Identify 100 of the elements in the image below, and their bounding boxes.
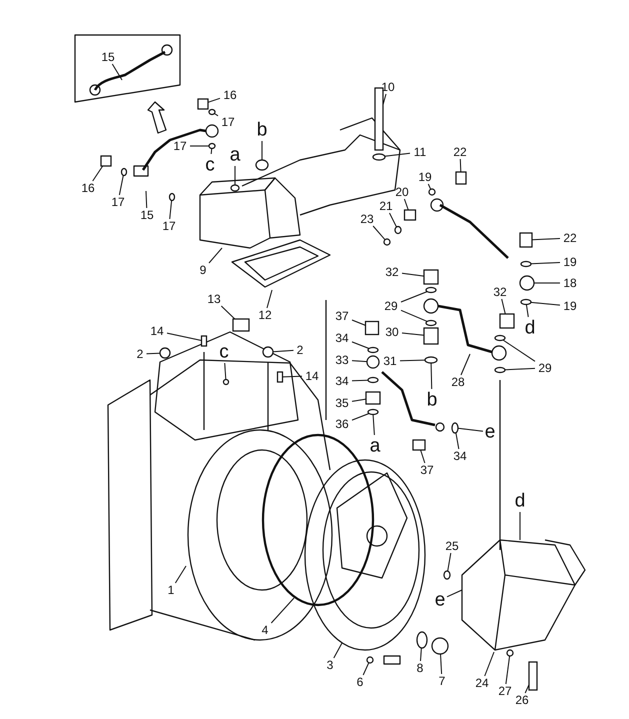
callout-number: 22 — [562, 232, 578, 244]
callout-number: 31 — [382, 355, 398, 367]
o-ring — [428, 188, 436, 196]
leader-line — [220, 306, 236, 320]
callout-number: 2 — [296, 344, 304, 356]
callout-number: 34 — [334, 332, 350, 344]
leader-line — [352, 341, 370, 349]
leader-line — [352, 413, 370, 421]
callout-number: 35 — [334, 397, 350, 409]
leader-line — [118, 174, 124, 196]
callout-number: 15 — [100, 51, 116, 63]
leader-line — [400, 291, 428, 302]
callout-number: 16 — [222, 89, 238, 101]
callout-number: 29 — [537, 362, 553, 374]
leader-line — [430, 362, 432, 390]
leader-line — [446, 590, 462, 598]
leader-line — [352, 320, 366, 326]
leader-line — [530, 302, 560, 306]
o-ring — [431, 637, 449, 655]
o-ring — [208, 142, 216, 150]
callout-number: 12 — [257, 309, 273, 321]
callout-number: 11 — [412, 146, 428, 158]
reference-letter: d — [524, 318, 536, 338]
o-ring — [394, 226, 402, 234]
callout-number: 13 — [206, 293, 222, 305]
leader-line — [372, 226, 386, 240]
o-ring — [451, 422, 459, 434]
reference-letter: c — [218, 342, 230, 362]
o-ring — [230, 184, 240, 192]
o-ring — [262, 346, 274, 358]
leader-line — [505, 656, 510, 684]
leader-line — [146, 352, 160, 354]
leader-line — [530, 262, 560, 264]
leader-line — [92, 166, 104, 182]
o-ring — [367, 408, 379, 416]
leader-line — [460, 354, 470, 376]
leader-line — [224, 362, 226, 380]
leader-line — [112, 64, 122, 80]
leader-line — [352, 360, 368, 362]
callout-number: 7 — [438, 675, 446, 687]
o-ring — [443, 570, 451, 580]
o-ring — [425, 320, 437, 326]
bolt — [365, 391, 381, 405]
callout-number: 9 — [198, 264, 208, 276]
callout-number: 26 — [514, 694, 530, 706]
leader-line — [484, 652, 494, 676]
callout-number: 29 — [383, 300, 399, 312]
leader-line — [501, 298, 506, 314]
leader-line — [372, 414, 375, 436]
reference-letter: a — [368, 436, 382, 456]
bolt — [423, 269, 439, 285]
callout-number: 14 — [304, 370, 320, 382]
callout-number: 3 — [326, 659, 334, 671]
callout-number: 27 — [497, 685, 513, 697]
callout-number: 17 — [220, 116, 236, 128]
o-ring — [168, 192, 176, 202]
o-ring — [506, 649, 514, 657]
callout-number: 24 — [474, 677, 490, 689]
callout-number: 6 — [356, 676, 364, 688]
o-ring — [519, 275, 535, 291]
callout-number: 37 — [419, 464, 435, 476]
o-ring — [208, 108, 216, 116]
leader-line — [428, 184, 432, 190]
bolt — [519, 232, 533, 248]
callout-number: 30 — [384, 326, 400, 338]
callout-number: 2 — [136, 348, 144, 360]
callout-number: 25 — [444, 540, 460, 552]
leader-line — [174, 566, 186, 584]
o-ring — [383, 238, 391, 246]
leader-line — [447, 552, 452, 572]
bolt — [423, 327, 439, 345]
o-ring — [367, 376, 379, 384]
leader-line — [532, 238, 560, 240]
bolt — [200, 335, 208, 347]
callout-number: 19 — [562, 256, 578, 268]
leader-line — [282, 376, 302, 378]
o-ring — [222, 378, 230, 386]
bolt — [499, 313, 515, 329]
leader-line — [166, 332, 202, 341]
leader-line — [420, 450, 426, 464]
bolt — [528, 661, 538, 691]
leader-line — [382, 94, 386, 106]
leader-line — [534, 282, 560, 284]
o-ring — [425, 286, 437, 294]
leader-line — [270, 598, 294, 624]
callout-number: 16 — [80, 182, 96, 194]
callout-number: 19 — [562, 300, 578, 312]
leader-line — [526, 304, 529, 318]
o-ring — [494, 366, 506, 374]
o-ring — [255, 159, 269, 171]
callout-number: 33 — [334, 354, 350, 366]
leader-line — [460, 158, 462, 172]
reference-letter: d — [514, 492, 526, 510]
callout-number: 15 — [139, 209, 155, 221]
leader-line — [208, 248, 222, 264]
leader-line — [504, 368, 536, 370]
callout-number: 20 — [394, 186, 410, 198]
reference-letter: c — [204, 156, 216, 174]
callout-number: 10 — [380, 81, 396, 93]
callout-number: 34 — [452, 450, 468, 462]
